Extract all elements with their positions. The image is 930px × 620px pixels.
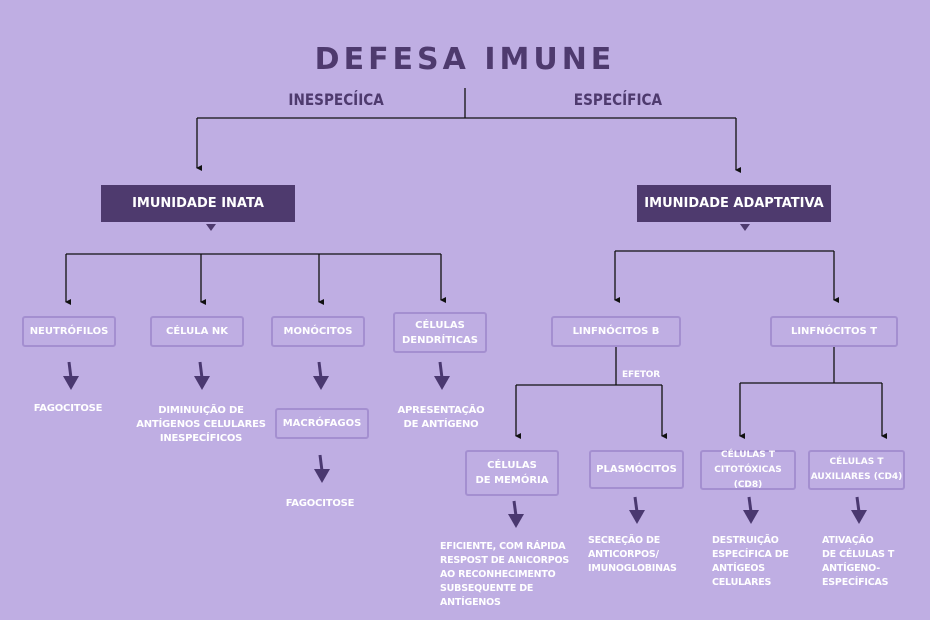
node-label: CÉLULAS T AUXILIARES (CD4) [810, 457, 903, 482]
node-macrofagos: MACRÓFAGOS [275, 408, 369, 439]
node-celulas-t-cd4: CÉLULAS T AUXILIARES (CD4) [808, 450, 905, 490]
node-label: MONÓCITOS [283, 326, 353, 337]
node-monocitos: MONÓCITOS [271, 316, 365, 347]
node-celulas-t-cd8: CÉLULAS T CITOTÓXICAS (CD8) [700, 450, 796, 490]
node-label: CÉLULAS DENDRÍTICAS [401, 319, 479, 346]
node-linfocitos-b: LINFNÓCITOS B [551, 316, 681, 347]
effect-dendriticas: APRESENTAÇÃO DE ANTÍGENO [397, 405, 485, 430]
effect-macrofagos: FAGOCITOSE [285, 498, 355, 509]
connector-b-split [516, 346, 662, 386]
edge-label-efetor: EFETOR [622, 370, 660, 380]
node-plasmocitos: PLASMÓCITOS [589, 450, 684, 489]
pointer-adaptive-icon [740, 224, 750, 231]
arrow-down-icon [314, 454, 330, 483]
node-label: CÉLULAS T CITOTÓXICAS (CD8) [714, 449, 782, 490]
arrow-down-icon [434, 361, 450, 390]
arrow-down-icon [313, 361, 329, 390]
branch-label-inespecifica: INESPECÍICA [288, 90, 384, 109]
arrow-down-icon [63, 361, 79, 390]
arrow-down-icon [851, 496, 867, 524]
node-label: CÉLULA NK [165, 326, 229, 337]
arrow-down-icon [743, 496, 759, 524]
connector-t-split [740, 346, 882, 384]
adaptive-immunity-box: IMUNIDADE ADAPTATIVA [637, 185, 831, 222]
node-label: NEUTRÓFILOS [29, 326, 109, 337]
node-neutrofilos: NEUTRÓFILOS [22, 316, 116, 347]
node-label: CÉLULAS DE MEMÓRIA [475, 460, 549, 486]
node-linfocitos-t: LINFNÓCITOS T [770, 316, 898, 347]
node-celulas-memoria: CÉLULAS DE MEMÓRIA [465, 450, 559, 496]
effect-neutrofilos: FAGOCITOSE [33, 403, 103, 414]
effect-celula-nk: DIMINUIÇÃO DE ANTÍGENOS CELULARES INESPE… [136, 405, 266, 444]
effect-plasmocitos: SECREÇÃO DE ANTICORPOS/ IMUNOGLOBINAS [588, 535, 677, 574]
arrow-down-icon [508, 500, 524, 528]
branch-label-especifica: ESPECÍFICA [573, 90, 663, 109]
pointer-innate-icon [206, 224, 216, 231]
innate-immunity-box: IMUNIDADE INATA [101, 185, 295, 222]
node-label: LINFNÓCITOS T [790, 326, 878, 337]
arrow-down-icon [194, 361, 210, 390]
effect-cd8: DESTRUIÇÃO ESPECÍFICA DE ANTÍGEOS CELULA… [712, 535, 789, 588]
node-label: MACRÓFAGOS [282, 418, 362, 429]
effect-memoria: EFICIENTE, COM RÁPIDA RESPOST DE ANICORP… [440, 541, 570, 608]
arrow-down-icon [629, 496, 645, 524]
node-celula-nk: CÉLULA NK [150, 316, 244, 347]
node-label: LINFNÓCITOS B [572, 326, 660, 337]
page-title: DEFESA IMUNE [314, 42, 616, 77]
connector-root [197, 88, 736, 119]
effect-cd4: ATIVAÇÃO DE CÉLULAS T ANTÍGENO- ESPECÍFI… [822, 535, 895, 588]
node-celulas-dendriticas: CÉLULAS DENDRÍTICAS [393, 312, 487, 353]
node-label: PLASMÓCITOS [596, 464, 677, 475]
